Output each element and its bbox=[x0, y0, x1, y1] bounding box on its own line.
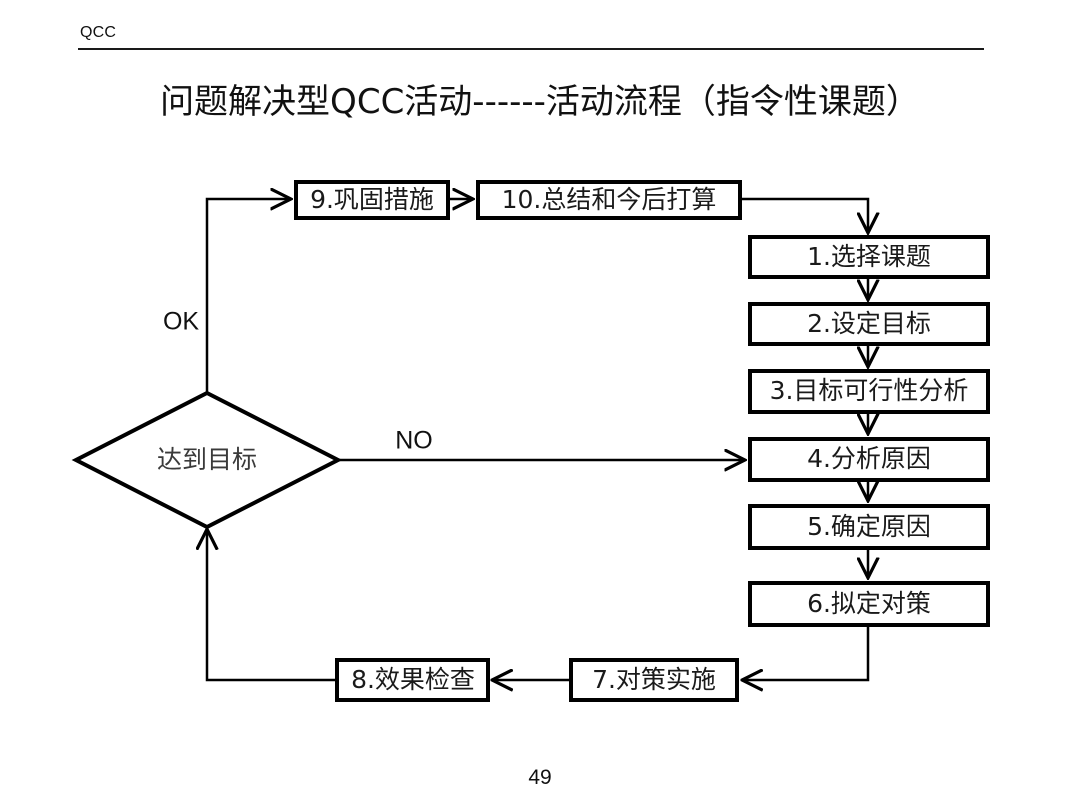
node-n1-label: 1.选择课题 bbox=[807, 242, 931, 271]
node-n7[interactable]: 7.对策实施 bbox=[569, 658, 739, 702]
edge-n6-to-n7 bbox=[744, 625, 870, 680]
page-number: 49 bbox=[528, 766, 552, 789]
edge-n8-to-decision bbox=[207, 531, 337, 682]
edge-label-no: NO bbox=[395, 427, 433, 455]
header-divider bbox=[78, 48, 984, 50]
edge-n10-to-n1 bbox=[740, 197, 868, 231]
node-n9-box bbox=[294, 180, 450, 220]
node-n3[interactable]: 3.目标可行性分析 bbox=[748, 369, 990, 414]
node-n7-box bbox=[569, 658, 739, 702]
node-n6[interactable]: 6.拟定对策 bbox=[748, 581, 990, 627]
node-n7-label: 7.对策实施 bbox=[592, 665, 716, 694]
node-n10[interactable]: 10.总结和今后打算 bbox=[476, 180, 742, 220]
node-n8[interactable]: 8.效果检查 bbox=[335, 658, 490, 702]
node-n6-label: 6.拟定对策 bbox=[807, 589, 931, 618]
node-n4[interactable]: 4.分析原因 bbox=[748, 437, 990, 482]
node-decision-label: 达到目标 bbox=[157, 445, 257, 474]
node-n1-box bbox=[748, 235, 990, 279]
node-n5-label: 5.确定原因 bbox=[807, 512, 931, 541]
node-n5-box bbox=[748, 504, 990, 550]
node-n9-label: 9.巩固措施 bbox=[310, 185, 434, 214]
node-n2[interactable]: 2.设定目标 bbox=[748, 302, 990, 346]
node-n10-box bbox=[476, 180, 742, 220]
edge-decision-to-n9 bbox=[205, 199, 289, 393]
edge-label-ok: OK bbox=[163, 308, 199, 336]
node-n3-label: 3.目标可行性分析 bbox=[770, 376, 969, 405]
node-decision[interactable]: 达到目标 bbox=[71, 390, 343, 530]
node-n6-box bbox=[748, 581, 990, 627]
node-n4-box bbox=[748, 437, 990, 482]
node-n3-box bbox=[748, 369, 990, 414]
node-n9[interactable]: 9.巩固措施 bbox=[294, 180, 450, 220]
node-n2-box bbox=[748, 302, 990, 346]
node-n1[interactable]: 1.选择课题 bbox=[748, 235, 990, 279]
node-n5[interactable]: 5.确定原因 bbox=[748, 504, 990, 550]
node-n2-label: 2.设定目标 bbox=[807, 309, 931, 338]
node-n8-box bbox=[335, 658, 490, 702]
page-title: 问题解决型QCC活动------活动流程（指令性课题） bbox=[160, 82, 920, 122]
node-decision-shape bbox=[71, 390, 343, 530]
node-n8-label: 8.效果检查 bbox=[351, 665, 475, 694]
node-n10-label: 10.总结和今后打算 bbox=[502, 185, 717, 214]
header-label: QCC bbox=[80, 24, 117, 41]
node-n4-label: 4.分析原因 bbox=[807, 444, 931, 473]
